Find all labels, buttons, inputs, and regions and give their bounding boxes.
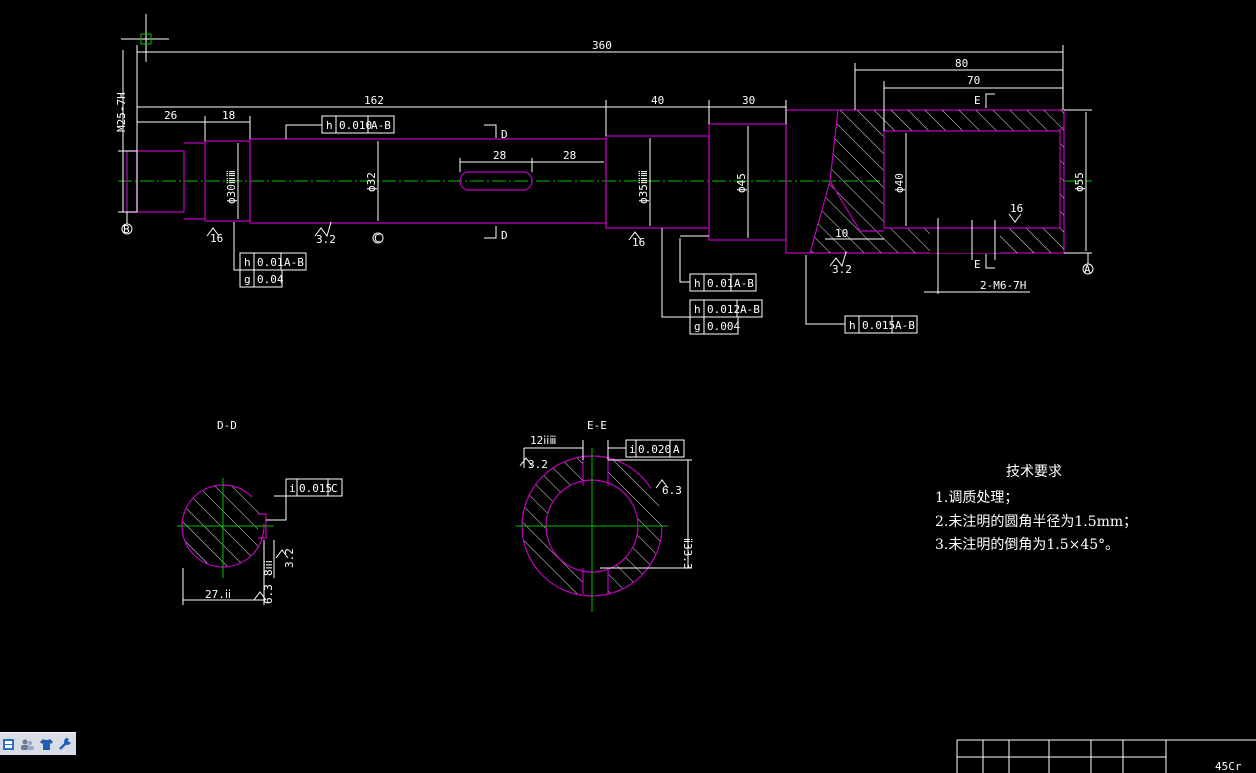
svg-text:h: h bbox=[694, 277, 701, 290]
svg-text:0.015: 0.015 bbox=[862, 319, 895, 332]
svg-text:6.3: 6.3 bbox=[262, 584, 275, 604]
users-icon[interactable] bbox=[19, 735, 36, 753]
svg-text:0.01: 0.01 bbox=[257, 256, 284, 269]
dim-18: 18 bbox=[222, 109, 235, 122]
roughness-16-c: 16 bbox=[1010, 202, 1023, 215]
section-d-bottom: D bbox=[501, 229, 508, 242]
datum-c: C bbox=[374, 232, 381, 245]
dia-35: ϕ35ⅲⅲ bbox=[637, 170, 650, 204]
roughness-32-a: 3.2 bbox=[316, 233, 336, 246]
section-e-bottom: E bbox=[974, 258, 981, 271]
svg-text:A: A bbox=[673, 443, 680, 456]
svg-text:h: h bbox=[244, 256, 251, 269]
dim-30: 30 bbox=[742, 94, 755, 107]
notes-line-3: 3.未注明的倒角为1.5×45°。 bbox=[935, 537, 1119, 553]
svg-text:h: h bbox=[326, 119, 333, 132]
shirt-icon[interactable] bbox=[38, 735, 55, 753]
svg-text:6.3: 6.3 bbox=[662, 484, 682, 497]
svg-text:h: h bbox=[694, 303, 701, 316]
dim-10: 10 bbox=[835, 227, 848, 240]
notes-line-1: 1.调质处理； bbox=[935, 490, 1018, 506]
svg-text:3.2: 3.2 bbox=[528, 458, 548, 471]
notes-line-2: 2.未注明的圆角半径为1.5mm； bbox=[935, 514, 1137, 530]
dim-holes: 2-M6-7H bbox=[980, 279, 1026, 292]
dim-key-28b: 28 bbox=[563, 149, 576, 162]
dim-key-28a: 28 bbox=[493, 149, 506, 162]
fcf-1: h 0.010 A-B bbox=[321, 115, 395, 134]
dd-width: 27.ⅰⅰ bbox=[205, 588, 231, 601]
svg-text:A-B: A-B bbox=[371, 119, 391, 132]
svg-text:0.015: 0.015 bbox=[299, 482, 332, 495]
dim-40: 40 bbox=[651, 94, 664, 107]
technical-requirements: 技术要求 1.调质处理； 2.未注明的圆角半径为1.5mm； 3.未注明的倒角为… bbox=[935, 464, 1137, 553]
section-view-ee: E-E 12ⅰⅰⅲ ⅱ33.3 3.2 6.3 i 0.020 bbox=[516, 419, 694, 612]
dimension-lines bbox=[118, 45, 1094, 325]
svg-text:0.01: 0.01 bbox=[707, 277, 734, 290]
layer-icon[interactable] bbox=[0, 735, 17, 753]
crosshair-cursor-icon bbox=[121, 14, 169, 62]
dia-32: ϕ32 bbox=[365, 172, 378, 192]
section-e-top: E bbox=[974, 94, 981, 107]
svg-text:g: g bbox=[244, 273, 251, 286]
datum-a: A bbox=[1084, 263, 1091, 276]
svg-text:0.004: 0.004 bbox=[707, 320, 740, 333]
svg-text:0.04: 0.04 bbox=[257, 273, 284, 286]
fcf-2: h 0.01 A-B g 0.04 bbox=[239, 252, 307, 288]
dia-55: ϕ55 bbox=[1073, 172, 1086, 192]
svg-text:A-B: A-B bbox=[284, 256, 304, 269]
fcf-3: h 0.01 A-B bbox=[689, 273, 757, 292]
material-label: 45Cr bbox=[1215, 760, 1242, 773]
fcf-5: h 0.015 A-B bbox=[844, 315, 918, 334]
fcf-4: h 0.012 A-B g 0.004 bbox=[689, 299, 763, 335]
notes-title: 技术要求 bbox=[1006, 464, 1062, 480]
svg-text:0.020: 0.020 bbox=[638, 443, 671, 456]
svg-text:A-B: A-B bbox=[734, 277, 754, 290]
svg-text:0.012: 0.012 bbox=[707, 303, 740, 316]
bore-section bbox=[809, 109, 1065, 294]
roughness-16-a: 16 bbox=[210, 232, 223, 245]
dim-70: 70 bbox=[967, 74, 980, 87]
svg-text:C: C bbox=[331, 482, 338, 495]
roughness-32-b: 3.2 bbox=[832, 263, 852, 276]
ee-keyway-width: 12ⅰⅰⅲ bbox=[530, 434, 556, 447]
svg-text:i: i bbox=[289, 482, 296, 495]
dim-26: 26 bbox=[164, 109, 177, 122]
section-view-dd: D-D 27.ⅰⅰ 8ⅰⅰⅰ 3.2 6.3 i 0.015 C bbox=[177, 419, 343, 605]
svg-text:A-B: A-B bbox=[740, 303, 760, 316]
dia-45: ϕ45 bbox=[735, 173, 748, 193]
dim-thread: M25-7H bbox=[115, 92, 128, 132]
dia-40: ϕ40 bbox=[893, 173, 906, 193]
svg-text:g: g bbox=[694, 320, 701, 333]
svg-text:h: h bbox=[849, 319, 856, 332]
roughness-16-b: 16 bbox=[632, 236, 645, 249]
dd-key-depth: 8ⅰⅰⅰ bbox=[262, 560, 275, 576]
svg-text:3.2: 3.2 bbox=[283, 548, 296, 568]
dd-title: D-D bbox=[217, 419, 237, 432]
dim-162: 162 bbox=[364, 94, 384, 107]
status-toolbar bbox=[0, 732, 76, 755]
wrench-icon[interactable] bbox=[57, 735, 74, 753]
svg-text:i: i bbox=[629, 443, 636, 456]
datum-b: B bbox=[123, 223, 130, 236]
ee-depth: ⅱ33.3 bbox=[681, 538, 694, 570]
title-block: 45Cr bbox=[956, 739, 1256, 773]
dia-30: ϕ30ⅲⅲ bbox=[225, 170, 238, 204]
svg-text:0.010: 0.010 bbox=[339, 119, 372, 132]
dim-80: 80 bbox=[955, 57, 968, 70]
svg-text:A-B: A-B bbox=[895, 319, 915, 332]
section-d-top: D bbox=[501, 128, 508, 141]
ee-title: E-E bbox=[587, 419, 607, 432]
dim-overall: 360 bbox=[592, 39, 612, 52]
